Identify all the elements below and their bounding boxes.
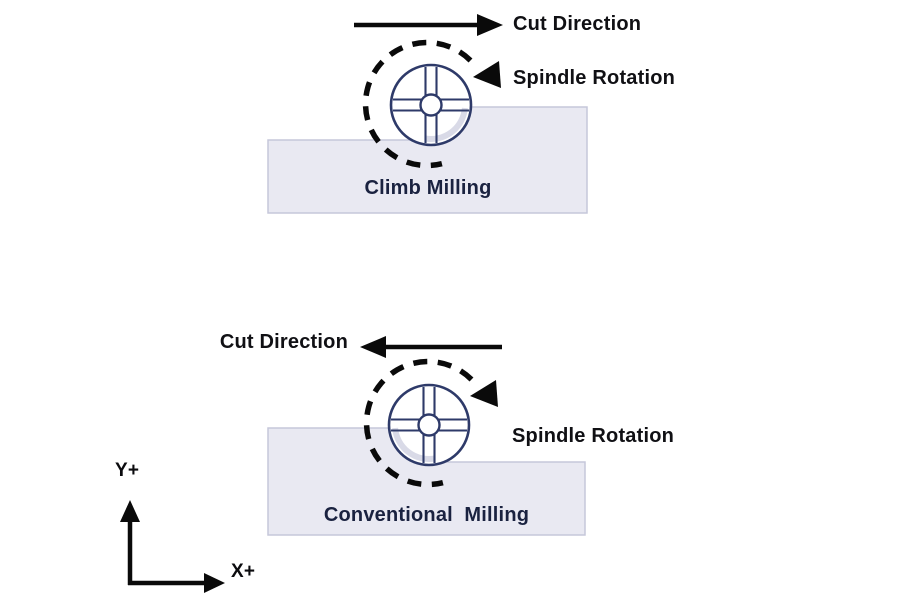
climb-milling-title: Climb Milling	[364, 177, 492, 199]
climb-spindle-rotation-arc-icon	[362, 39, 473, 169]
conventional-cutter-icon	[387, 383, 471, 467]
x-axis-label: X+	[231, 561, 256, 582]
climb-cut-direction-arrow-icon	[354, 14, 503, 36]
climb-cutter-icon	[389, 63, 473, 147]
conventional-cut-direction-label: Cut Direction	[219, 331, 348, 353]
climb-milling-group	[267, 14, 588, 214]
y-axis-label: Y+	[115, 460, 140, 481]
climb-spindle-rotation-label: Spindle Rotation	[513, 67, 676, 89]
climb-cut-direction-label: Cut Direction	[513, 13, 642, 35]
conventional-spindle-rotation-arc-icon	[363, 358, 474, 488]
conventional-milling-title: Conventional Milling	[323, 504, 530, 526]
conventional-spindle-rotation-label: Spindle Rotation	[512, 425, 675, 447]
conventional-spindle-rotation-arrowhead-icon	[470, 380, 498, 407]
conventional-cut-direction-arrow-icon	[360, 336, 502, 358]
climb-spindle-rotation-arrowhead-icon	[473, 61, 501, 88]
conventional-milling-group	[267, 336, 586, 536]
coordinate-axes-icon	[120, 500, 225, 593]
